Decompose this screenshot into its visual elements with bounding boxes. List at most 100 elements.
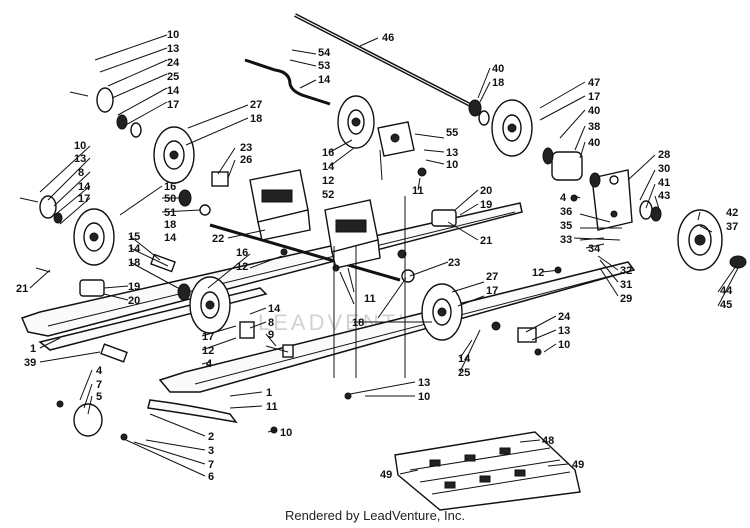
- callout-45: 45: [720, 299, 732, 311]
- callout-4: 4: [560, 192, 567, 204]
- callout-19: 19: [480, 199, 492, 211]
- callout-42: 42: [726, 207, 738, 219]
- callout-4: 4: [206, 358, 213, 370]
- callout-10: 10: [280, 427, 292, 439]
- callout-14: 14: [167, 85, 180, 97]
- callout-2: 2: [208, 431, 214, 443]
- callout-20: 20: [128, 295, 140, 307]
- callout-11: 11: [364, 293, 376, 305]
- callout-21: 21: [480, 235, 492, 247]
- callout-13: 13: [418, 377, 430, 389]
- rear-idler-wheel: [677, 209, 723, 271]
- right-slide-rail: [158, 261, 636, 393]
- callout-40: 40: [588, 105, 600, 117]
- callout-13: 13: [558, 325, 570, 337]
- idler-wheel-lower-right: [421, 283, 463, 341]
- callout-37: 37: [726, 221, 738, 233]
- callout-55: 55: [446, 127, 458, 139]
- callout-31: 31: [620, 279, 632, 291]
- callout-18: 18: [164, 219, 176, 231]
- callout-49: 49: [380, 469, 392, 481]
- callout-53: 53: [318, 60, 330, 72]
- callout-18: 18: [352, 317, 364, 329]
- callout-25: 25: [167, 71, 179, 83]
- callout-18: 18: [128, 257, 140, 269]
- callout-10: 10: [558, 339, 570, 351]
- callout-17: 17: [486, 285, 498, 297]
- callout-46: 46: [382, 32, 394, 44]
- callout-34: 34: [588, 243, 601, 255]
- callout-41: 41: [658, 177, 670, 189]
- callout-10: 10: [446, 159, 458, 171]
- callout-14: 14: [128, 243, 141, 255]
- track-section: [394, 431, 581, 511]
- callout-3: 3: [208, 445, 214, 457]
- callout-20: 20: [480, 185, 492, 197]
- callout-23: 23: [240, 142, 252, 154]
- callout-38: 38: [588, 121, 600, 133]
- leader-lines: [29, 34, 739, 477]
- callout-28: 28: [658, 149, 670, 161]
- callout-14: 14: [322, 161, 335, 173]
- callout-29: 29: [620, 293, 632, 305]
- callout-17: 17: [78, 193, 90, 205]
- callout-33: 33: [560, 234, 572, 246]
- callout-27: 27: [250, 99, 262, 111]
- callout-44: 44: [720, 285, 733, 297]
- callout-50: 50: [164, 193, 176, 205]
- front-cross-shaft: [209, 223, 401, 282]
- callout-26: 26: [240, 154, 252, 166]
- front-arm-bracket: [249, 169, 311, 241]
- callout-27: 27: [486, 271, 498, 283]
- callout-40: 40: [492, 63, 504, 75]
- callout-43: 43: [658, 190, 670, 202]
- callout-16: 16: [236, 247, 248, 259]
- callout-52: 52: [322, 189, 334, 201]
- callout-7: 7: [96, 379, 102, 391]
- idler-wheel-lower-left: [189, 276, 231, 334]
- callout-16: 16: [164, 181, 176, 193]
- callout-49: 49: [572, 459, 584, 471]
- rear-mount-plate: [591, 169, 633, 231]
- callout-14: 14: [318, 74, 331, 86]
- callout-39: 39: [24, 357, 36, 369]
- torque-arm-shaft: [244, 58, 331, 106]
- callout-5: 5: [96, 391, 102, 403]
- idler-wheel-upper: [337, 95, 375, 149]
- center-pivot-block: [377, 121, 415, 157]
- callout-24: 24: [558, 311, 571, 323]
- callout-1: 1: [30, 343, 36, 355]
- callout-6: 6: [208, 471, 214, 483]
- callout-35: 35: [560, 220, 572, 232]
- callout-54: 54: [318, 47, 331, 59]
- callout-24: 24: [167, 57, 180, 69]
- left-slide-rail: [20, 202, 523, 337]
- callout-15: 15: [128, 231, 140, 243]
- callout-14: 14: [164, 232, 177, 244]
- callout-14: 14: [268, 303, 281, 315]
- callout-19: 19: [128, 281, 140, 293]
- callout-17: 17: [588, 91, 600, 103]
- callout-14: 14: [458, 353, 471, 365]
- callout-25: 25: [458, 367, 470, 379]
- callout-47: 47: [588, 77, 600, 89]
- callout-48: 48: [542, 435, 554, 447]
- callout-22: 22: [212, 233, 224, 245]
- callout-13: 13: [167, 43, 179, 55]
- callout-11: 11: [412, 185, 424, 197]
- callout-16: 16: [322, 147, 334, 159]
- callout-51: 51: [164, 207, 176, 219]
- callout-7: 7: [208, 459, 214, 471]
- callout-12: 12: [532, 267, 544, 279]
- callout-18: 18: [250, 113, 262, 125]
- callout-32: 32: [620, 265, 632, 277]
- callout-12: 12: [322, 175, 334, 187]
- callout-labels: 10 13 24 25 14 17 27 18 54 53 14 46 40 1…: [16, 29, 738, 483]
- callout-10: 10: [167, 29, 179, 41]
- small-hardware: [19, 87, 747, 441]
- callout-12: 12: [202, 345, 214, 357]
- right-wear-strip: [147, 399, 238, 424]
- render-credit: Rendered by LeadVenture, Inc.: [285, 508, 465, 523]
- idler-wheel-mid-left: [73, 208, 115, 266]
